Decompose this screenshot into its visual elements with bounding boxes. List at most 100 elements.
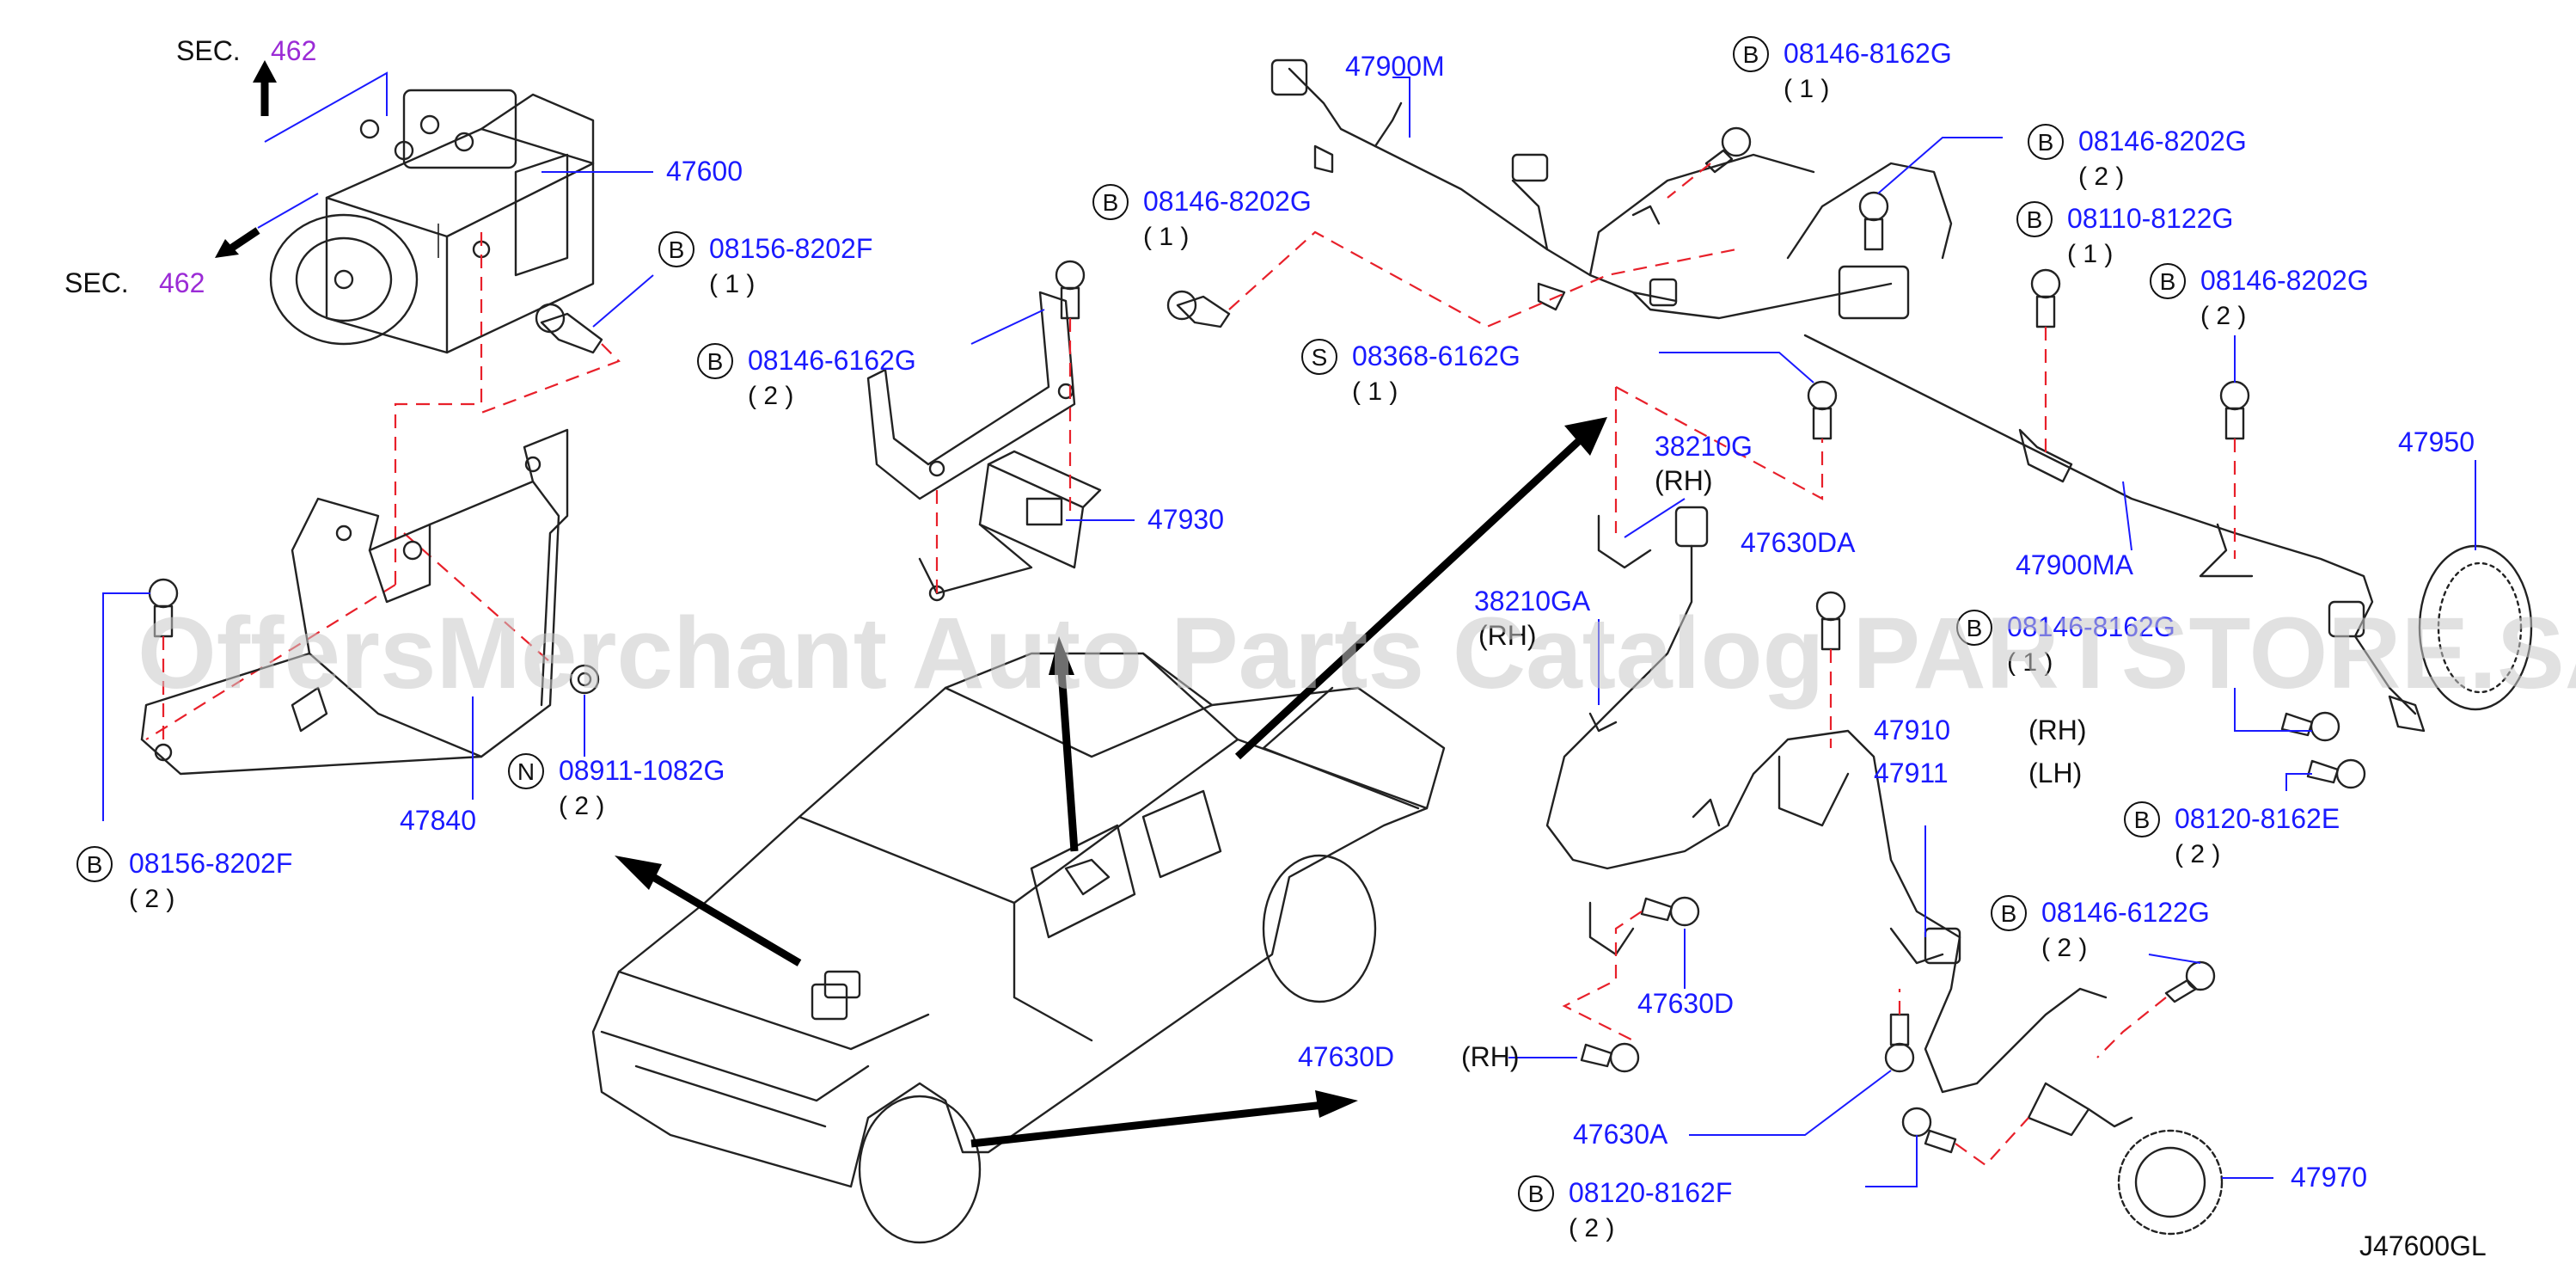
part-47900ma[interactable]: 47900MA [2016, 549, 2134, 580]
sec-arrow-left-head [215, 239, 239, 258]
circle-s [1301, 339, 1337, 375]
bolt-code-b12[interactable]: 08120-8162F [1569, 1177, 1732, 1208]
part-47840[interactable]: 47840 [400, 805, 476, 836]
bolt-code-b4[interactable]: 08146-8202G [1143, 186, 1312, 217]
bolt-code-b5[interactable]: 08146-8162G [1784, 38, 1952, 69]
sec-label-left: SEC. [64, 267, 129, 298]
bolt-qty-b12: ( 2 ) [1569, 1214, 1614, 1242]
sensor-rotor-47970[interactable] [2117, 1129, 2224, 1236]
sec-number-left[interactable]: 462 [159, 267, 205, 298]
bolt-code-b6[interactable]: 08146-8202G [2078, 126, 2247, 156]
bolt-prefix-circle [2124, 801, 2160, 837]
bolt-prefix-circle [1733, 36, 1769, 72]
bolt-icon [2164, 960, 2216, 1003]
yaw-sensor-bracket[interactable] [866, 291, 1076, 500]
sec-number-top[interactable]: 462 [271, 35, 316, 66]
label-38210ga-rh: (RH) [1478, 620, 1537, 651]
sec-label-top: SEC. [176, 35, 241, 66]
callout-arrow-front-head [1315, 1090, 1358, 1118]
bolt-prefix-circle [697, 343, 733, 379]
bolt-icon [1901, 1107, 1957, 1154]
sec-arrow-left [229, 227, 260, 251]
bolt-prefix-s1: S [1312, 344, 1328, 371]
bolt-prefix-b1: B [669, 236, 685, 263]
bolt-qty-b9: ( 1 ) [2007, 648, 2053, 677]
bolt-prefix-circle [2028, 124, 2064, 160]
part-38210ga[interactable]: 38210GA [1474, 586, 1591, 617]
part-47911[interactable]: 47911 [1874, 758, 1949, 788]
bolt-icon [1807, 380, 1838, 440]
bolt-prefix-circle [1092, 184, 1129, 220]
bolt-qty-b1: ( 1 ) [709, 270, 755, 298]
part-47630d-b[interactable]: 47630D [1298, 1041, 1394, 1072]
bolt-prefix-b5: B [1743, 41, 1759, 68]
bolt-code-b8[interactable]: 08146-8202G [2200, 265, 2369, 296]
bolt-icon [1055, 260, 1086, 320]
bolt-code-b10[interactable]: 08120-8162E [2175, 803, 2340, 834]
bolt-prefix-circle [2150, 263, 2186, 299]
bolt-icon [535, 303, 603, 354]
label-38210g-rh: (RH) [1655, 465, 1713, 496]
bolt-qty-s1: ( 1 ) [1352, 377, 1398, 406]
bolt-code-s1[interactable]: 08368-6162G [1352, 340, 1521, 371]
callout-arrow-rear [1234, 435, 1585, 760]
callout-arrow-front [970, 1101, 1325, 1148]
bolt-qty-b6: ( 2 ) [2078, 163, 2124, 191]
bolt-icon [1640, 896, 1700, 927]
nut-prefix-circle [508, 753, 544, 789]
bolt-icon [2280, 711, 2340, 742]
nut-qty-n1: ( 2 ) [559, 792, 604, 820]
part-47930[interactable]: 47930 [1147, 504, 1224, 535]
bolt-prefix-b10: B [2134, 807, 2151, 833]
part-47970[interactable]: 47970 [2291, 1162, 2367, 1193]
bolt-prefix-circle [658, 231, 694, 267]
bolt-prefix-b6: B [2038, 129, 2054, 156]
yaw-sensor[interactable] [918, 450, 1102, 602]
bolt-icon [1166, 290, 1231, 328]
bolt-code-b3[interactable]: 08146-6162G [748, 345, 916, 376]
bolt-code-b9[interactable]: 08146-8162G [2007, 611, 2175, 642]
part-47950[interactable]: 47950 [2398, 426, 2475, 457]
wheel-sensor-harness-47900ma[interactable] [1803, 334, 2426, 733]
bolt-prefix-b4: B [1103, 189, 1119, 216]
part-47600[interactable]: 47600 [666, 156, 743, 187]
callout-arrow-rear-head [1564, 417, 1607, 456]
label-47911-lh: (LH) [2028, 758, 2082, 788]
diagram-code: J47600GL [2359, 1230, 2487, 1261]
bolt-prefix-b8: B [2160, 268, 2176, 295]
bolt-qty-b10: ( 2 ) [2175, 840, 2220, 868]
front-sensor-harness-47910[interactable] [1726, 729, 2133, 1137]
bolt-prefix-circle [1518, 1175, 1554, 1212]
bolt-icon [1884, 1013, 1915, 1073]
bolt-prefix-b3: B [707, 348, 724, 375]
bolt-prefix-circle [2016, 201, 2053, 237]
bolt-code-b1[interactable]: 08156-8202F [709, 233, 872, 264]
abs-bracket[interactable] [140, 428, 569, 776]
part-47630d-a[interactable]: 47630D [1637, 988, 1734, 1019]
bolt-prefix-b12: B [1528, 1181, 1545, 1207]
nut-icon [569, 664, 600, 695]
bolt-prefix-b11: B [2001, 900, 2017, 927]
bolt-prefix-circle [1991, 895, 2027, 931]
bolt-icon [1815, 591, 1846, 651]
pickup-truck-illustration [591, 652, 1446, 1244]
bolt-code-b7[interactable]: 08110-8122G [2067, 203, 2233, 234]
callout-arrow-sensor-head [1049, 636, 1074, 675]
bolt-code-b2[interactable]: 08156-8202F [129, 848, 292, 879]
part-47630a[interactable]: 47630A [1573, 1119, 1668, 1150]
bolt-prefix-circle [76, 846, 113, 882]
part-38210g[interactable]: 38210G [1655, 431, 1753, 462]
wheel-sensor-harness-47900m[interactable] [1270, 58, 1953, 320]
part-47630da[interactable]: 47630DA [1741, 527, 1856, 558]
sensor-harness-38210[interactable] [1545, 506, 1729, 956]
part-47910[interactable]: 47910 [1874, 715, 1950, 745]
bolt-icon [2030, 268, 2061, 328]
bolt-code-b11[interactable]: 08146-6122G [2041, 897, 2210, 928]
nut-code-n1[interactable]: 08911-1082G [559, 755, 725, 786]
callout-arrow-abs [651, 874, 802, 966]
abs-actuator-unit[interactable] [269, 89, 595, 354]
callout-arrow-sensor [1057, 670, 1079, 852]
part-47900m[interactable]: 47900M [1345, 51, 1445, 82]
label-47910-rh: (RH) [2028, 715, 2087, 745]
